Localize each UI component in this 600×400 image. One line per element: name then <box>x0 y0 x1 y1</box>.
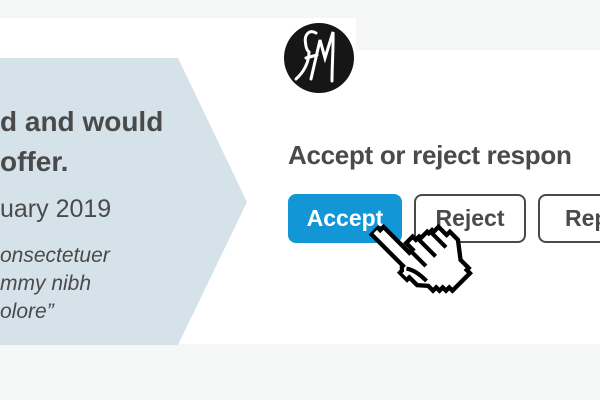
testimonial-headline-line2: offer. <box>0 146 69 177</box>
bottom-gray-band <box>0 344 600 400</box>
reject-button[interactable]: Reject <box>414 194 526 243</box>
testimonial-headline-line1: d and would <box>0 106 164 137</box>
testimonial-date: uary 2019 <box>0 195 112 223</box>
quote-line: onsectetuer <box>0 244 110 267</box>
accept-button[interactable]: Accept <box>288 194 402 243</box>
response-heading: Accept or reject respon <box>288 140 572 170</box>
response-buttons: Accept Reject Rep <box>288 194 600 243</box>
testimonial-content: d and would offer. uary 2019 onsectetuer… <box>0 58 247 326</box>
reply-button[interactable]: Rep <box>538 194 600 243</box>
testimonial-quote: onsectetuer mmy nibh olore” <box>0 242 247 326</box>
quote-line: mmy nibh <box>0 272 92 295</box>
quote-line: olore” <box>0 300 54 323</box>
gm-logo-icon <box>284 23 354 93</box>
